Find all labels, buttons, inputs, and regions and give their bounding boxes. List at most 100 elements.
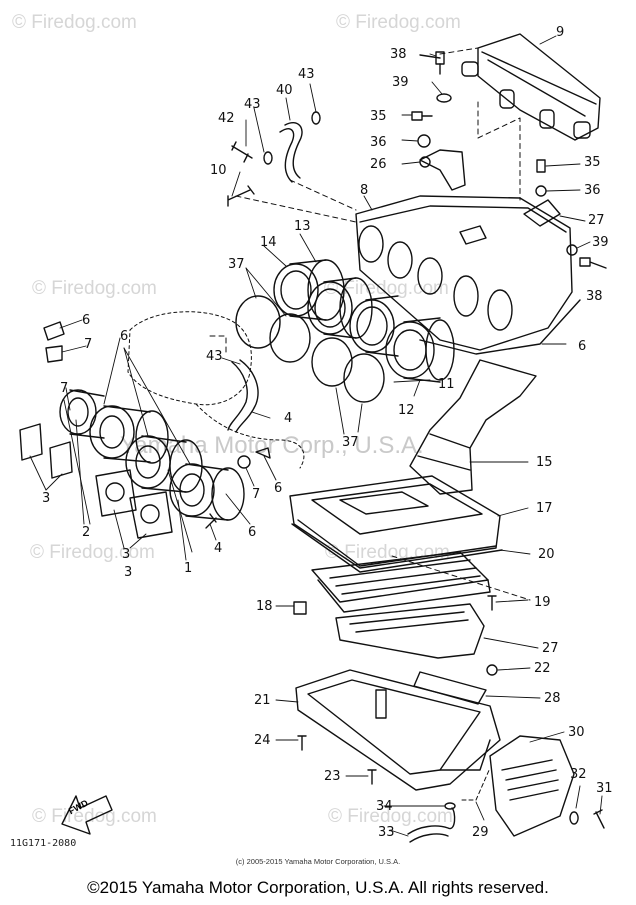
- callout-40: 40: [276, 83, 293, 98]
- callout-3: 3: [124, 565, 133, 580]
- nut-part: [535, 185, 547, 197]
- callout-9: 9: [556, 25, 565, 40]
- footer-copyright: ©2015 Yamaha Motor Corporation, U.S.A. A…: [87, 878, 549, 897]
- watermark: © Firedog.com: [336, 12, 461, 33]
- fwd-arrow-icon: [61, 795, 113, 835]
- diagram-code: 11G171-2080: [10, 838, 77, 849]
- callout-36: 36: [370, 135, 387, 150]
- airbox-housing-part: [355, 195, 573, 351]
- callout-30: 32: [570, 767, 587, 782]
- intake-joint-part: [273, 259, 345, 321]
- callout-6: 6: [248, 525, 257, 540]
- callout-2: 2: [82, 525, 91, 540]
- gasket-part: [19, 423, 173, 539]
- nut-part: [486, 664, 498, 676]
- air-cleaner-case-part: [295, 669, 501, 791]
- callout-38: 38: [390, 47, 407, 62]
- callout-42: 42: [218, 111, 235, 126]
- callout-6: 6: [578, 339, 587, 354]
- intake-joint-part: [307, 277, 373, 339]
- callout-27: 29: [472, 825, 489, 840]
- callout-20: 20: [538, 547, 555, 562]
- screw-part: [487, 595, 497, 611]
- bolt-part: [419, 51, 445, 75]
- plug-part: [293, 601, 307, 615]
- air-filter-element-part: [311, 551, 491, 613]
- callout-6: 6: [120, 329, 129, 344]
- callout-23: 23: [324, 769, 341, 784]
- washer-part: [436, 93, 452, 103]
- callout-21: 21: [254, 693, 271, 708]
- callout-15: 15: [536, 455, 553, 470]
- callout-7: 7: [252, 487, 261, 502]
- callout-3: 3: [122, 547, 131, 562]
- seal-part: [419, 299, 581, 355]
- screw-part: [205, 513, 217, 529]
- bracket-part: [419, 149, 466, 191]
- callout-29: 31: [596, 781, 613, 796]
- air-duct-part: [409, 359, 537, 495]
- cap-part: [43, 321, 65, 341]
- clamp-band-part: [235, 295, 385, 403]
- callout-36: 36: [584, 183, 601, 198]
- cap-part: [237, 455, 251, 469]
- callout-18: 18: [256, 599, 273, 614]
- bolt-part: [536, 159, 546, 173]
- hose-part: [227, 359, 259, 433]
- callout-1: 1: [184, 561, 193, 576]
- callout-38: 38: [586, 289, 603, 304]
- nut-part: [417, 134, 431, 148]
- callout-37: 37: [342, 435, 359, 450]
- bolt-part: [411, 111, 433, 121]
- intake-manifold-part: [59, 389, 105, 439]
- bolt-part: [579, 257, 607, 269]
- screw-part: [297, 735, 307, 751]
- parts-diagram: [19, 33, 607, 843]
- callout-43: 43: [206, 349, 223, 364]
- clamp-part: [231, 141, 253, 163]
- callout-12: 12: [398, 403, 415, 418]
- side-cover-part: [489, 735, 575, 837]
- callout-3: 3: [42, 491, 51, 506]
- hose-part: [407, 807, 456, 843]
- element-cage-part: [335, 603, 485, 659]
- bracket-part: [523, 199, 561, 227]
- small-copyright: (c) 2005-2015 Yamaha Motor Corporation, …: [235, 857, 401, 866]
- callout-13: 13: [294, 219, 311, 234]
- watermark: © Firedog.com: [12, 12, 137, 33]
- callout-4: 4: [214, 541, 223, 556]
- callout-35: 35: [370, 109, 387, 124]
- breather-cover-part: [461, 33, 601, 141]
- intake-manifold-part: [169, 463, 245, 521]
- intake-joint-part: [349, 295, 399, 357]
- air-cleaner-cover-part: [289, 475, 501, 569]
- callout-37: 37: [228, 257, 245, 272]
- callout-8: 8: [360, 183, 369, 198]
- engine-head-part: [127, 311, 305, 469]
- screw-part: [593, 809, 605, 829]
- callout-7: 7: [84, 337, 93, 352]
- watermark: © Firedog.com: [32, 278, 157, 299]
- intake-manifold-part: [89, 405, 169, 464]
- callout-35: 35: [584, 155, 601, 170]
- callout-43: 43: [244, 97, 261, 112]
- callout-28: 30: [568, 725, 585, 740]
- cap-part: [45, 345, 63, 363]
- callout-6: 7: [60, 381, 69, 396]
- callout-4: 4: [284, 411, 293, 426]
- screw-part: [367, 769, 377, 785]
- washer-part: [566, 244, 578, 256]
- callout-17: 17: [536, 501, 553, 516]
- callout-39: 39: [592, 235, 609, 250]
- intake-joint-part: [385, 317, 455, 383]
- cap-part: [255, 447, 271, 459]
- band-part: [413, 671, 487, 705]
- callout-25: 27: [542, 641, 559, 656]
- callout-10: 10: [210, 163, 227, 178]
- callout-34: 27: [588, 213, 605, 228]
- callout-19: 19: [534, 595, 551, 610]
- callout-39: 39: [392, 75, 409, 90]
- hose-part: [279, 122, 303, 183]
- callout-5: 6: [82, 313, 91, 328]
- watermark: © Firedog.com: [328, 806, 453, 827]
